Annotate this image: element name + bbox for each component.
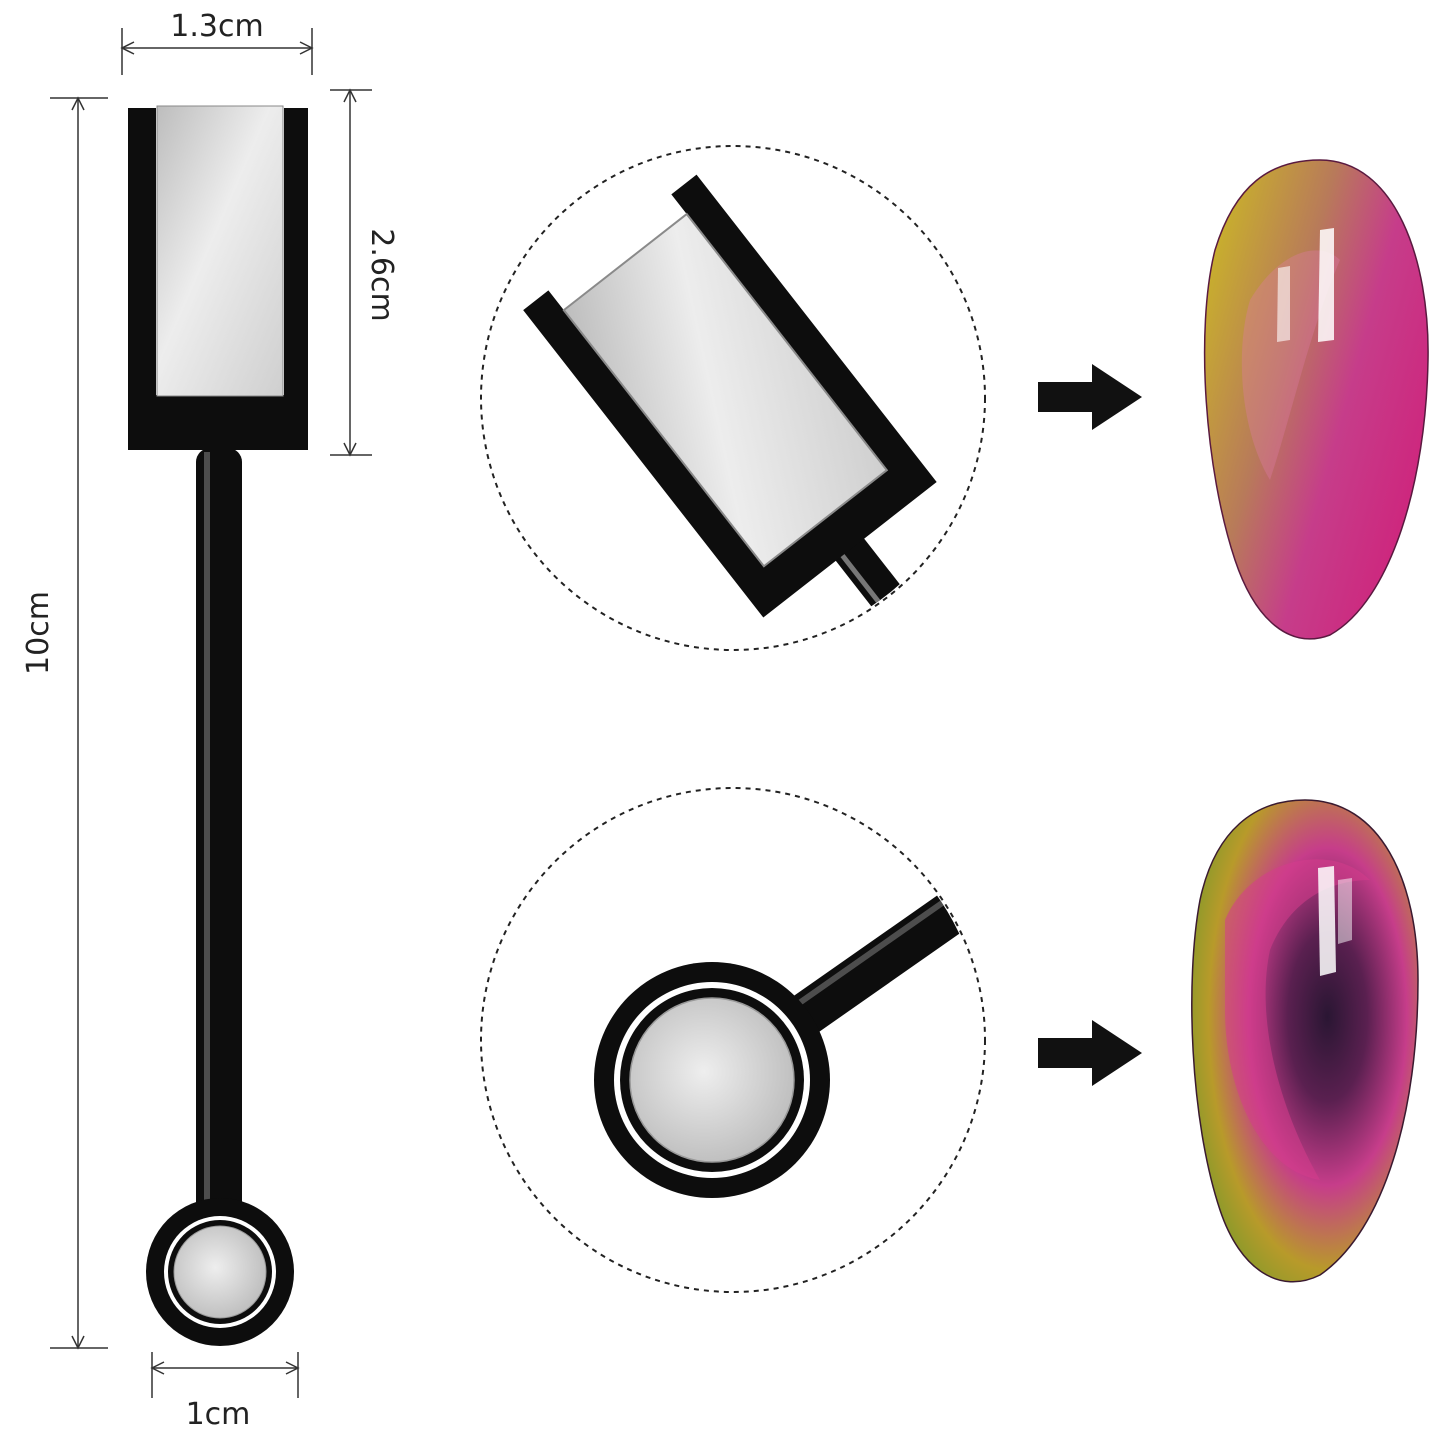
- round-magnet: [173, 1225, 267, 1319]
- dimension-total-length: [50, 96, 108, 1350]
- head-height-label: 2.6cm: [364, 228, 399, 321]
- detail-round-end: [480, 787, 986, 1293]
- tool-shaft: [196, 448, 242, 1238]
- arrow-right-icon: [1038, 364, 1142, 430]
- round-end-label: 1cm: [186, 1397, 251, 1432]
- arrow-right-icon: [1038, 1020, 1142, 1086]
- dimension-head-width: [120, 28, 314, 75]
- dimension-head-height: [330, 88, 372, 457]
- rectangular-magnet: [156, 105, 284, 397]
- tool-head-holder: [128, 108, 308, 450]
- detail-square-head: [480, 145, 986, 651]
- dimension-round-end: [150, 1352, 300, 1398]
- total-length-label: 10cm: [21, 591, 56, 675]
- nail-result-curved-line: [1191, 799, 1419, 1283]
- magnet-stick-tool: [128, 105, 308, 1346]
- nail-result-straight-line: [1203, 159, 1429, 640]
- head-width-label: 1.3cm: [170, 9, 263, 44]
